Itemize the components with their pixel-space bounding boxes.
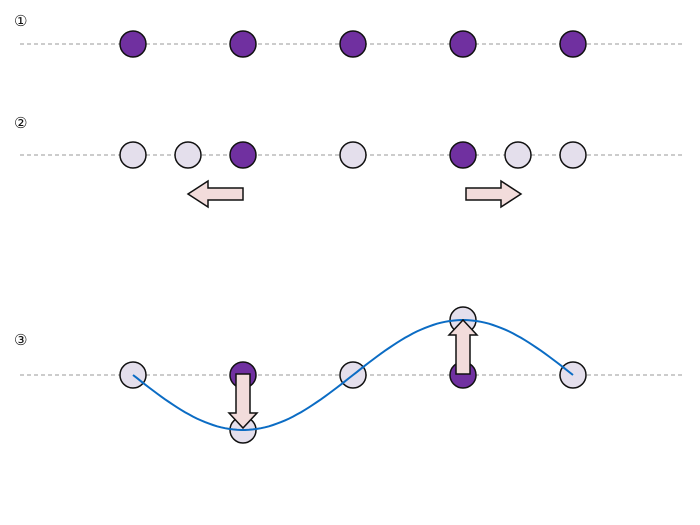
step-2-particle (504, 141, 532, 169)
step-3-label: ③ (14, 331, 28, 349)
step-2-label: ② (14, 114, 28, 132)
down-arrow (227, 373, 259, 430)
step-1-particle (559, 30, 587, 58)
step-2-particle (174, 141, 202, 169)
step-2-particle (449, 141, 477, 169)
step-2-particle (229, 141, 257, 169)
up-arrow (447, 318, 479, 375)
step-2-particle (119, 141, 147, 169)
step-1-label: ① (14, 12, 28, 30)
step-2-particle (559, 141, 587, 169)
step-1-particle (119, 30, 147, 58)
wave-curve (132, 319, 574, 431)
left-arrow (186, 179, 244, 209)
step-1-particle (229, 30, 257, 58)
step-2-particle (339, 141, 367, 169)
step-1-particle (339, 30, 367, 58)
right-arrow (465, 179, 523, 209)
step-1-particle (449, 30, 477, 58)
